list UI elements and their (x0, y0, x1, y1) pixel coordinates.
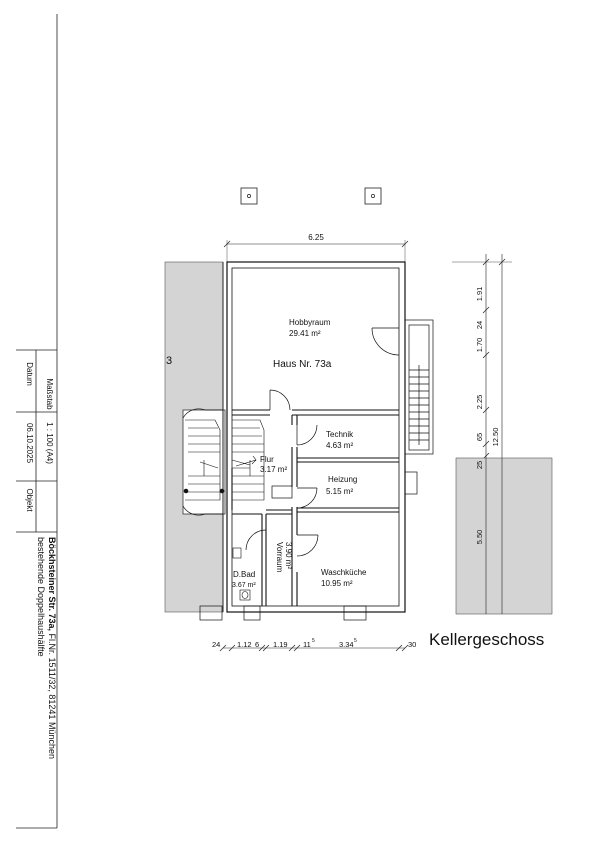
room-name-technik: Technik (326, 430, 354, 439)
room-name-waschkueche: Waschküche (321, 568, 367, 577)
dim-right-8: 5.50 (475, 530, 484, 545)
dim-right-1: 1.91 (475, 287, 484, 302)
external-stair (404, 319, 434, 455)
stairs-neighbor (183, 419, 225, 501)
dim-right-7: 25 (475, 461, 484, 469)
room-name-flur: Flur (260, 455, 274, 464)
dim-bottom-6: 5 (312, 638, 315, 644)
dim-top-width: 6.25 (308, 233, 324, 242)
dim-right-3: 24 (475, 321, 484, 329)
room-name-hobbyraum: Hobbyraum (289, 318, 331, 327)
dim-bottom-1: 24 (212, 640, 220, 649)
section-right: 1.91 1.70 24 2.25 65 12.50 25 5.50 (452, 254, 553, 615)
neighbor-house-number: 3 (166, 355, 172, 367)
dim-right-5: 65 (475, 433, 484, 441)
room-name-dbad: D.Bad (233, 570, 255, 579)
datum-value: 06.10.2025 (25, 423, 34, 464)
stairs-73a (231, 419, 265, 501)
room-name-vorraum: Vorraum (275, 542, 284, 573)
dim-bottom-4: 1.19 (273, 640, 288, 649)
dimension-top: 6.25 (223, 233, 409, 262)
dim-bottom-2: 1.12 (237, 640, 252, 649)
room-name-heizung: Heizung (328, 475, 357, 484)
dim-right-2: 1.70 (475, 338, 484, 353)
light-wells (199, 471, 418, 621)
title-block: Maßstab Datum 1 : 100 (A4) 06.10.2025 Ob… (16, 14, 58, 829)
objekt-label: Objekt (25, 488, 34, 512)
objekt-description: bestehende Doppelhaushälfte (36, 537, 46, 657)
room-area-hobbyraum: 29.41 m² (289, 329, 321, 338)
massstab-label: Maßstab (45, 378, 54, 410)
neighbor-house: 3 (164, 261, 226, 613)
massstab-value: 1 : 100 (A4) (45, 422, 54, 464)
dim-bottom-3: 6 (255, 640, 259, 649)
dimension-bottom: 24 1.12 6 1.19 11 5 3.34 5 30 (212, 638, 416, 652)
house-label: Haus Nr. 73a (273, 359, 332, 370)
dim-right-4: 2.25 (475, 395, 484, 410)
vent-symbols (240, 187, 382, 205)
dim-bottom-5: 11 (303, 640, 311, 649)
dim-bottom-9: 30 (408, 640, 416, 649)
interior-walls (231, 409, 399, 606)
bathroom-fixtures (232, 547, 251, 601)
dim-right-6: 12.50 (491, 428, 500, 447)
room-area-heizung: 5.15 m² (326, 487, 353, 496)
room-area-flur: 3.17 m² (260, 465, 287, 474)
objekt-address: Böckhsteiner Str. 73a, Fl.Nr. 1511/32, 8… (47, 537, 57, 759)
doors (182, 327, 400, 557)
objekt-street: Böckhsteiner Str. 73a, (47, 537, 57, 631)
room-labels: Hobbyraum 29.41 m² Haus Nr. 73a Technik … (232, 318, 367, 589)
dim-bottom-7: 3.34 (339, 640, 354, 649)
room-area-dbad: 3.67 m² (232, 582, 256, 589)
room-area-vorraum: 3.90 m² (284, 542, 293, 569)
datum-label: Datum (25, 362, 34, 386)
objekt-parcel: Fl.Nr. 1511/32, 81241 München (47, 631, 57, 759)
room-area-technik: 4.63 m² (326, 441, 353, 450)
floor-title: Kellergeschoss (429, 630, 544, 649)
outer-walls (226, 261, 406, 613)
dim-bottom-8: 5 (354, 638, 357, 644)
room-area-waschkueche: 10.95 m² (321, 579, 353, 588)
